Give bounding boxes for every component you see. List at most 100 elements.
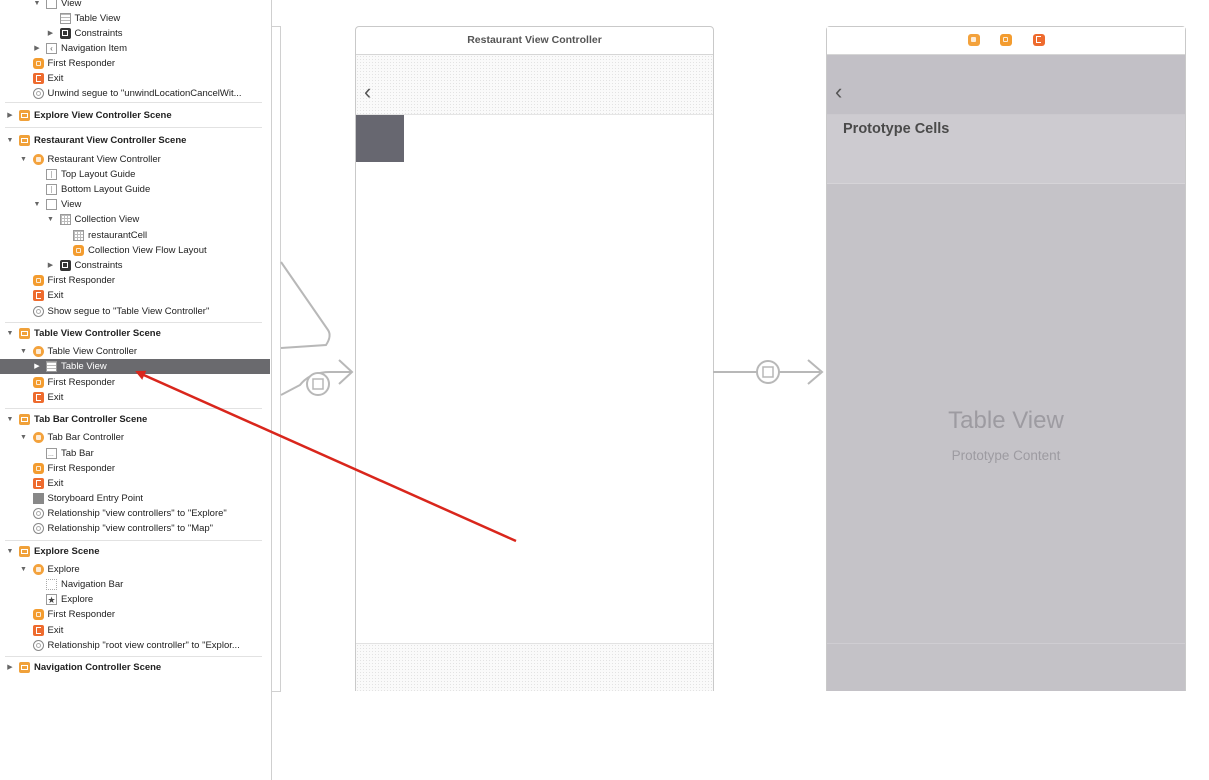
outline-row[interactable]: Relationship "view controllers" to "Map": [0, 521, 270, 536]
outline-row[interactable]: ▶Constraints: [0, 258, 270, 273]
outline-row[interactable]: Bottom Layout Guide: [0, 182, 270, 197]
outline-scene-row[interactable]: ▼Tab Bar Controller Scene: [0, 412, 270, 427]
outline-row[interactable]: Show segue to "Table View Controller": [0, 304, 270, 319]
outline-row[interactable]: First Responder: [0, 607, 270, 622]
outline-row-label: restaurantCell: [88, 230, 148, 241]
outline-row[interactable]: ▶‹Navigation Item: [0, 41, 270, 56]
outline-row[interactable]: Exit: [0, 390, 270, 405]
outline-row[interactable]: ▼ Explore: [0, 562, 270, 577]
exit-dock-icon[interactable]: [1033, 34, 1045, 46]
outline-row[interactable]: Unwind segue to "unwindLocationCancelWit…: [0, 86, 270, 101]
outline-row[interactable]: Collection View Flow Layout: [0, 243, 270, 258]
outline-row-label: First Responder: [47, 377, 116, 388]
disclosure-closed-icon[interactable]: ▶: [47, 30, 54, 37]
tab-bar-icon: [46, 447, 57, 462]
scene-icon: [19, 110, 30, 121]
outline-scene-row[interactable]: ▼Table View Controller Scene: [0, 326, 270, 341]
disclosure-open-icon[interactable]: ▼: [6, 137, 14, 144]
outline-row[interactable]: First Responder: [0, 56, 270, 71]
outline-row[interactable]: Storyboard Entry Point: [0, 491, 270, 506]
exit-icon: [32, 625, 44, 636]
outline-scene-row[interactable]: ▼Restaurant View Controller Scene: [0, 133, 270, 148]
outline-row[interactable]: restaurantCell: [0, 228, 270, 243]
outline-row[interactable]: ▼ Collection View: [0, 212, 270, 227]
view-controller-icon: [32, 154, 44, 165]
restaurant-view-controller-scene[interactable]: Restaurant View Controller ‹: [355, 26, 714, 691]
scene-icon: [19, 328, 30, 339]
outline-row-label: Explore View Controller Scene: [34, 110, 172, 121]
disclosure-open-icon[interactable]: ▼: [20, 348, 27, 355]
outline-separator: [5, 408, 262, 409]
outline-row[interactable]: ▶ Table View: [0, 359, 270, 374]
outline-row[interactable]: Table View: [0, 11, 270, 26]
disclosure-closed-icon[interactable]: ▶: [34, 363, 40, 370]
disclosure-closed-icon[interactable]: ▶: [47, 262, 54, 269]
disclosure-closed-icon[interactable]: ▶: [7, 112, 13, 119]
outline-row[interactable]: First Responder: [0, 461, 270, 476]
segue-icon: [32, 88, 44, 99]
scene-title[interactable]: Restaurant View Controller: [356, 27, 713, 55]
disclosure-open-icon[interactable]: ▼: [20, 566, 27, 573]
outline-row[interactable]: Exit: [0, 623, 270, 638]
outline-row-label: View: [61, 0, 82, 9]
outline-scene-row[interactable]: ▼Explore Scene: [0, 544, 270, 559]
outline-row[interactable]: ▼ View: [0, 197, 270, 212]
scene-dock: [827, 27, 1185, 55]
navigation-bar[interactable]: [356, 55, 713, 115]
outline-row[interactable]: ▶Constraints: [0, 26, 270, 41]
view-controller-dock-icon[interactable]: [968, 34, 980, 46]
table-view-controller-scene[interactable]: ‹ Prototype Cells Table View Prototype C…: [826, 26, 1186, 691]
first-responder-dock-icon[interactable]: [1000, 34, 1012, 46]
outline-row[interactable]: Relationship "view controllers" to "Expl…: [0, 506, 270, 521]
outline-row[interactable]: Exit: [0, 288, 270, 303]
outline-row[interactable]: ★Explore: [0, 592, 270, 607]
disclosure-open-icon[interactable]: ▼: [20, 434, 27, 441]
cube-icon: [73, 245, 84, 256]
prototype-cells-header[interactable]: [827, 115, 1185, 184]
show-segue-icon[interactable]: [756, 360, 780, 384]
outline-row[interactable]: ▼Table View Controller: [0, 344, 270, 359]
annotation-arrow: [135, 370, 517, 543]
outline-row-label: View: [61, 199, 82, 210]
disclosure-open-icon[interactable]: ▼: [6, 330, 14, 337]
tab-bar-area: [827, 643, 1185, 691]
disclosure-open-icon[interactable]: ▼: [47, 216, 54, 223]
outline-row[interactable]: ▼Restaurant View Controller: [0, 152, 270, 167]
navigation-bar[interactable]: [827, 55, 1185, 115]
outline-row[interactable]: ▼ Tab Bar Controller: [0, 430, 270, 445]
outline-row[interactable]: Navigation Bar: [0, 577, 270, 592]
disclosure-open-icon[interactable]: ▼: [33, 201, 41, 208]
outline-scene-row[interactable]: ▶Navigation Controller Scene: [0, 660, 270, 675]
scene-icon: [19, 546, 30, 557]
outline-row[interactable]: Exit: [0, 71, 270, 86]
outline-scene-row[interactable]: ▶ Explore View Controller Scene: [0, 108, 270, 123]
outline-row[interactable]: First Responder: [0, 273, 270, 288]
outline-row[interactable]: Exit: [0, 476, 270, 491]
outline-row-label: Tab Bar Controller: [47, 432, 125, 443]
outline-row-label: Exit: [47, 290, 64, 301]
segue-icon[interactable]: [306, 372, 330, 396]
outline-row-label: Explore: [47, 564, 80, 575]
outline-row[interactable]: First Responder: [0, 375, 270, 390]
outline-row-label: Collection View: [74, 214, 140, 225]
outline-row[interactable]: ▼ View: [0, 0, 270, 11]
outline-row[interactable]: Tab Bar: [0, 446, 270, 462]
outline-row-label: Collection View Flow Layout: [88, 245, 207, 256]
disclosure-open-icon[interactable]: ▼: [20, 156, 27, 163]
outline-row[interactable]: Relationship "root view controller" to "…: [0, 638, 270, 653]
disclosure-closed-icon[interactable]: ▶: [7, 664, 13, 671]
disclosure-open-icon[interactable]: ▼: [6, 416, 14, 423]
outline-row-label: Exit: [47, 392, 64, 403]
constraints-icon: [59, 260, 71, 271]
offscreen-scene-frame[interactable]: [272, 26, 281, 692]
disclosure-open-icon[interactable]: ▼: [33, 0, 41, 7]
restaurant-cell[interactable]: [356, 115, 404, 162]
disclosure-open-icon[interactable]: ▼: [6, 548, 14, 555]
exit-icon: [32, 392, 44, 403]
outline-row[interactable]: Top Layout Guide: [0, 167, 270, 182]
outline-row-label: Table View: [61, 361, 107, 372]
outline-row-label: Relationship "view controllers" to "Expl…: [47, 508, 227, 519]
disclosure-closed-icon[interactable]: ▶: [34, 45, 40, 52]
